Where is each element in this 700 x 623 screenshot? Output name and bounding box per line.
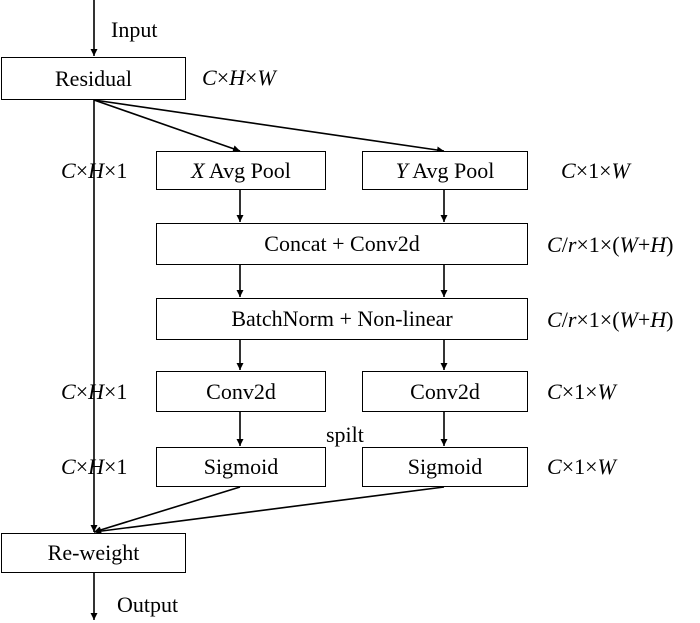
sigmoid-right-label: Sigmoid <box>407 454 483 479</box>
y-avg-pool-label: Y Avg Pool <box>395 157 495 183</box>
residual-dims: C×H×W <box>202 65 276 90</box>
reweight-box: Re-weight <box>1 533 186 573</box>
reweight-box-label: Re-weight <box>47 540 140 565</box>
left-conv-dims: C×H×1 <box>61 379 128 404</box>
right-conv-dims: C×1×W <box>547 379 616 404</box>
batchnorm-nonlinear-box: BatchNorm + Non-linear <box>156 298 528 340</box>
sigmoid-left-box: Sigmoid <box>156 447 326 487</box>
x-avg-pool-box: X Avg Pool <box>156 151 326 190</box>
residual-box-label: Residual <box>55 65 132 91</box>
conv2d-left-box: Conv2d <box>156 371 326 412</box>
left-pool-dims: C×H×1 <box>61 158 128 183</box>
sigmoid-right-to-reweight-arrow <box>93 486 445 535</box>
concat-conv2d-box: Concat + Conv2d <box>156 223 528 265</box>
right-pool-dims: C×1×W <box>561 158 630 183</box>
residual-to-xpool-arrow <box>93 99 241 152</box>
batchnorm-dims: C/r×1×(W+H) <box>547 307 674 332</box>
output-label: Output <box>117 592 179 617</box>
y-avg-pool-box: Y Avg Pool <box>362 151 528 190</box>
concat-conv2d-label: Concat + Conv2d <box>264 231 420 256</box>
conv2d-right-label: Conv2d <box>410 378 480 404</box>
input-label: Input <box>111 17 158 42</box>
left-sigmoid-dims: C×H×1 <box>61 454 128 479</box>
conv2d-left-label: Conv2d <box>206 378 276 404</box>
conv2d-right-box: Conv2d <box>362 371 528 412</box>
concat-dims: C/r×1×(W+H) <box>547 232 674 257</box>
right-sigmoid-dims: C×1×W <box>547 454 616 479</box>
batchnorm-nonlinear-label: BatchNorm + Non-linear <box>231 306 453 331</box>
sigmoid-left-label: Sigmoid <box>203 454 279 479</box>
residual-to-ypool-arrow <box>93 99 445 154</box>
x-avg-pool-label: X Avg Pool <box>191 157 291 183</box>
split-label: spilt <box>326 422 364 447</box>
sigmoid-right-box: Sigmoid <box>362 447 528 487</box>
sigmoid-left-to-reweight-arrow <box>93 486 241 534</box>
residual-box: Residual <box>1 57 186 100</box>
